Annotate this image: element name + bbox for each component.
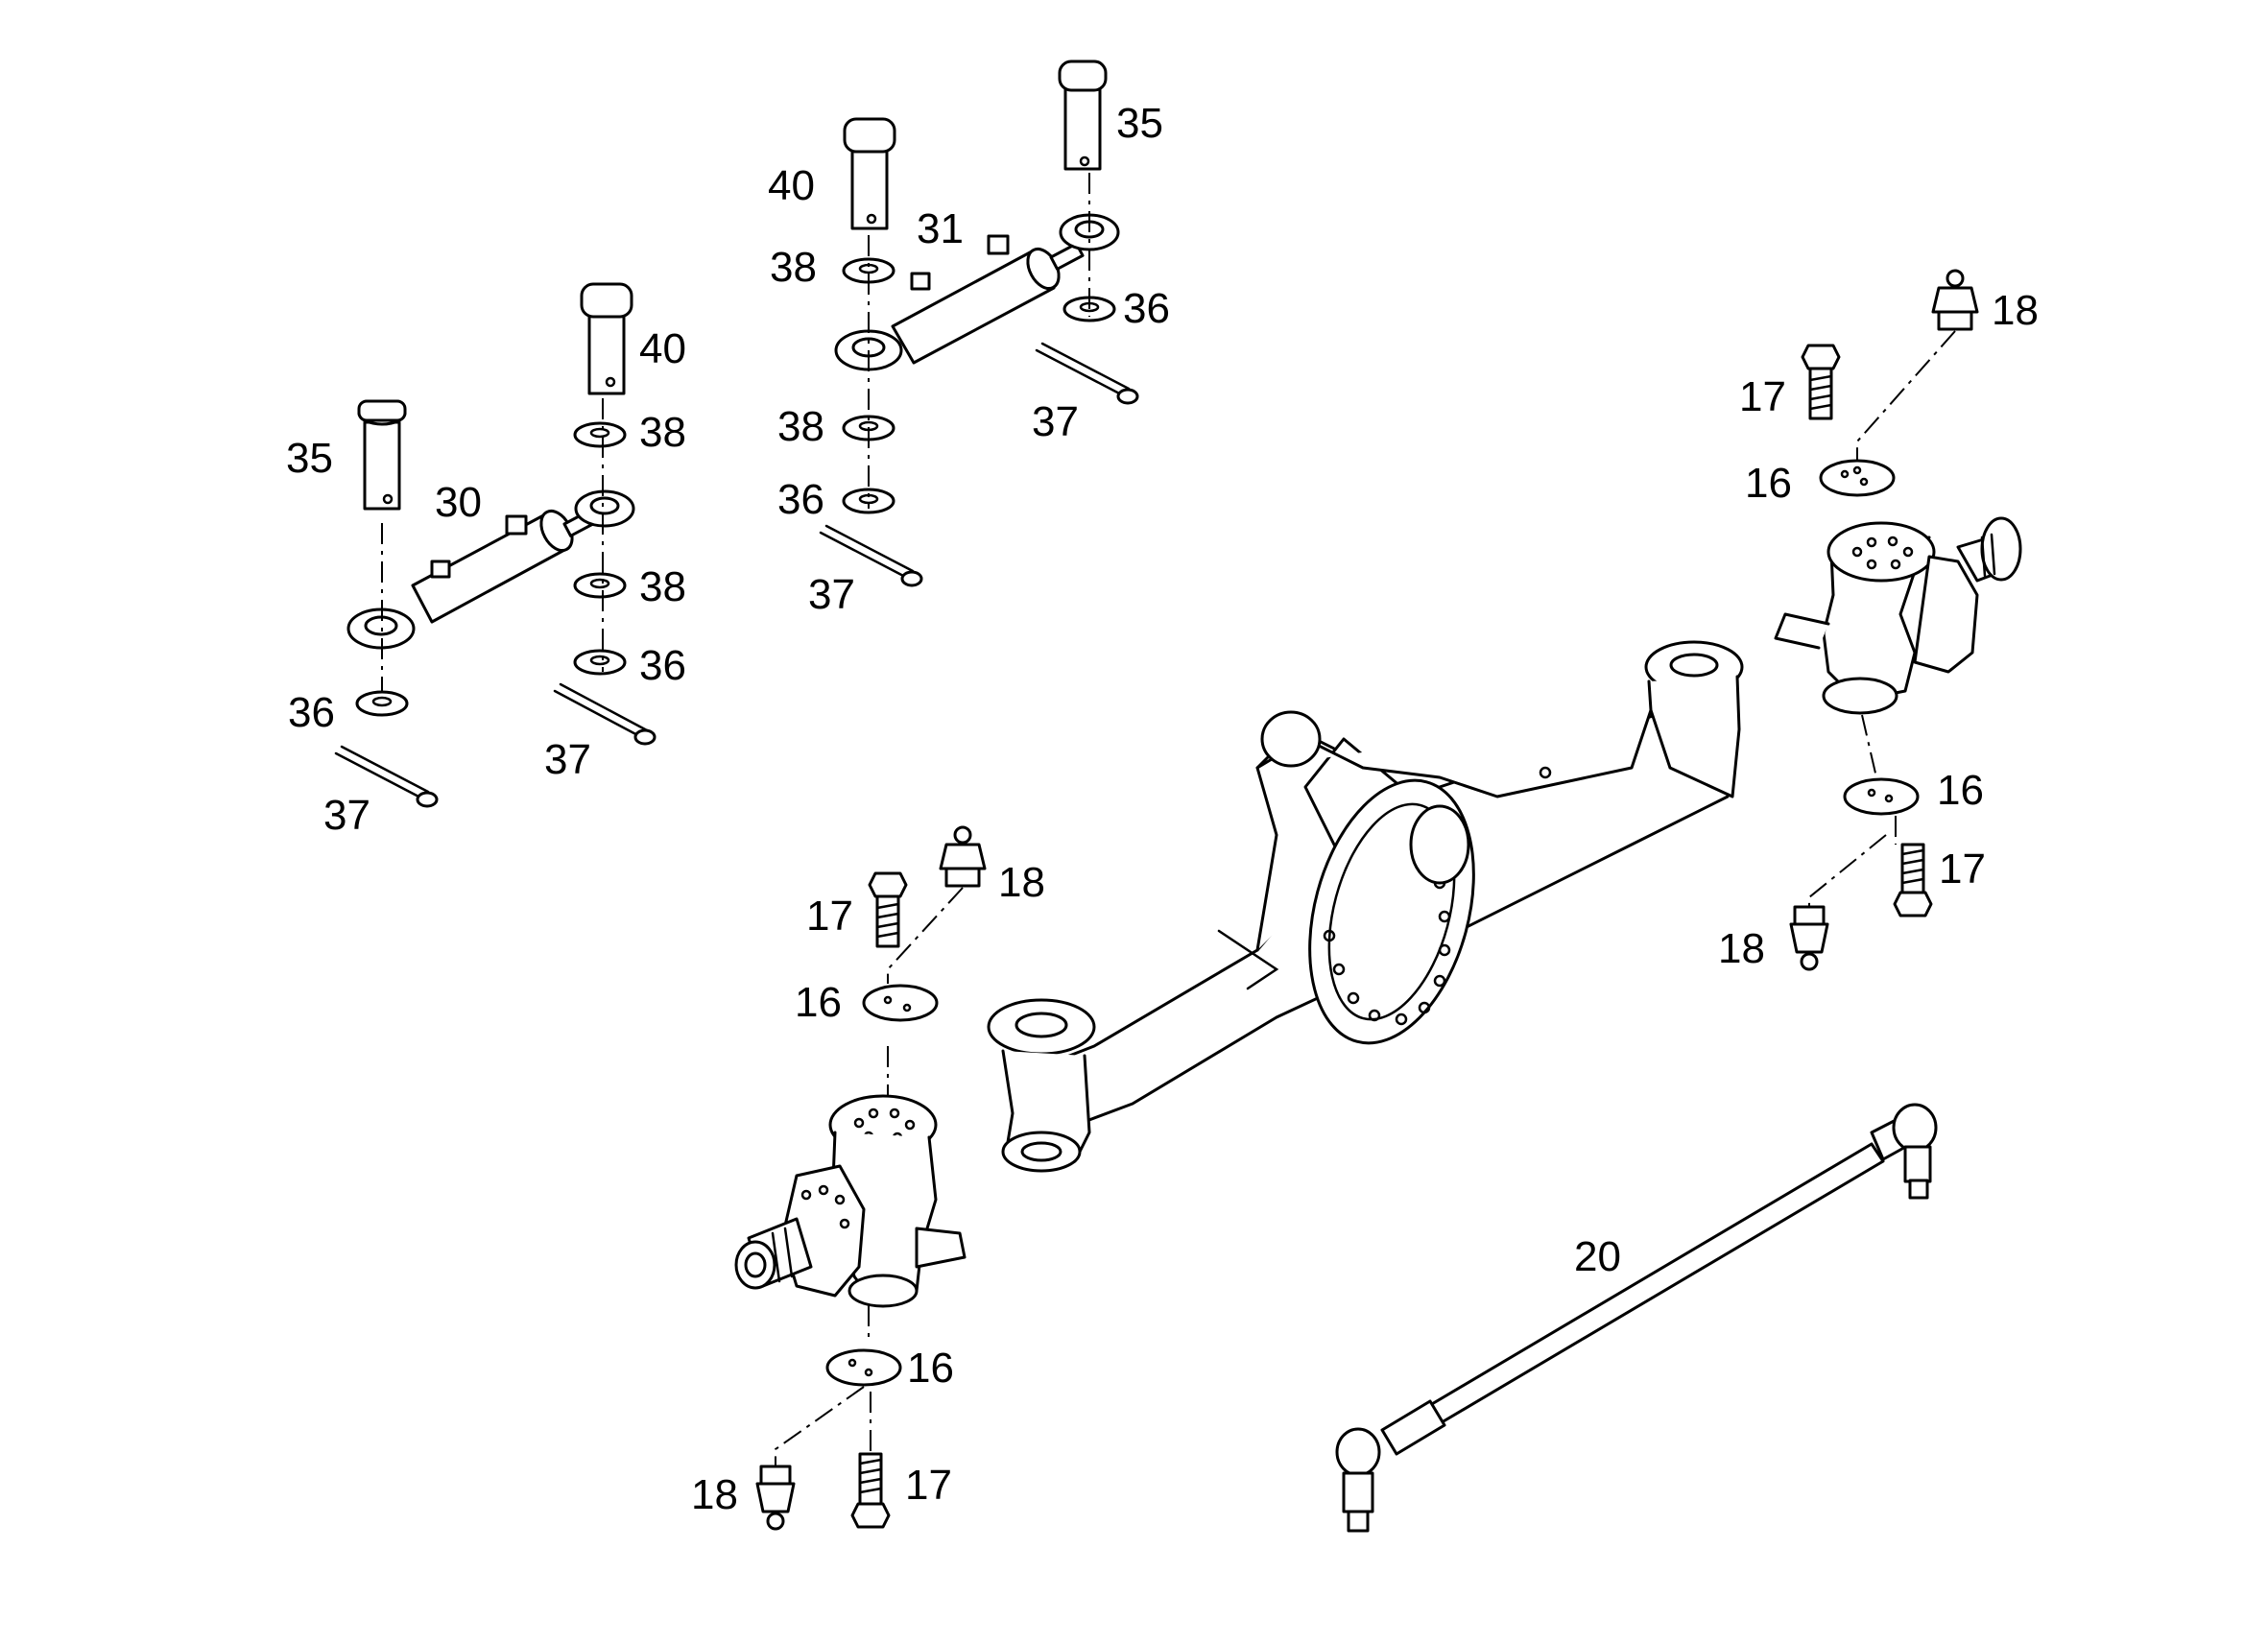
cotter-pin-37-left-b (553, 682, 657, 746)
callout-label: 37 (544, 736, 591, 783)
callout-label: 40 (639, 325, 686, 372)
grease-nipple-18-right-bottom (1789, 905, 1829, 971)
callout-label: 17 (806, 893, 853, 940)
pin-35-top (1058, 60, 1108, 171)
grease-nipple-18-left-top (939, 825, 987, 888)
callout-label: 37 (323, 792, 370, 839)
bolt-17-right-bottom (1893, 843, 1933, 917)
callout-label: 16 (795, 979, 842, 1026)
callout-labels: 35 40 31 38 36 37 38 36 37 18 17 16 40 3… (286, 100, 2039, 1518)
shim-16-right-top (1819, 459, 1896, 497)
callout-label: 36 (1123, 285, 1170, 332)
callout-label: 35 (286, 435, 333, 482)
callout-label: 38 (639, 409, 686, 456)
callout-label: 18 (1992, 287, 2039, 334)
callout-label: 17 (905, 1462, 952, 1509)
callout-label: 30 (435, 479, 482, 526)
callout-label: 36 (639, 642, 686, 689)
pin-35-left (357, 399, 407, 511)
callout-label: 18 (998, 859, 1045, 906)
cotter-pin-37-left-a (334, 745, 439, 808)
callout-label: 17 (1739, 373, 1786, 420)
callout-label: 17 (1939, 846, 1986, 893)
cotter-pin-37-top-left (819, 524, 923, 587)
hydraulic-cylinder-30 (346, 489, 635, 650)
bolt-17-left-top (868, 871, 908, 948)
callout-label: 16 (907, 1345, 954, 1392)
shim-16-left-top (862, 984, 939, 1022)
cylinder-assembly-31 (819, 60, 1139, 587)
shim-16-left-bottom (825, 1348, 902, 1387)
right-knuckle-assembly (1774, 269, 2022, 971)
cotter-pin-37-top-right (1035, 342, 1139, 405)
grease-nipple-18-left-bottom (755, 1465, 796, 1531)
grease-nipple-18-right-top (1931, 269, 1979, 331)
callout-label: 18 (691, 1471, 738, 1518)
bolt-17-left-bottom (850, 1452, 891, 1529)
callout-label: 31 (917, 205, 964, 252)
callout-label: 38 (777, 403, 824, 450)
hydraulic-cylinder-31 (834, 213, 1120, 371)
washer-36-top-lower (842, 488, 895, 514)
pin-40-left (580, 282, 633, 395)
cylinder-assembly-30 (334, 282, 657, 808)
bolt-17-right-top (1801, 344, 1841, 420)
callout-label: 20 (1574, 1233, 1621, 1280)
tie-rod-20 (1335, 1103, 1938, 1533)
callout-label: 35 (1116, 100, 1163, 147)
callout-label: 16 (1745, 460, 1792, 507)
washer-38-left-lower (573, 572, 627, 599)
pin-40-top (843, 117, 896, 230)
callout-label: 38 (770, 244, 817, 291)
callout-label: 36 (777, 476, 824, 523)
shim-16-right-bottom (1843, 777, 1920, 816)
callout-label: 40 (768, 162, 815, 209)
washer-38-left-upper (573, 421, 627, 448)
callout-label: 38 (639, 563, 686, 610)
callout-label: 37 (808, 571, 855, 618)
callout-label: 36 (288, 689, 335, 736)
washer-36-left-right (573, 649, 627, 676)
washer-36-left-left (355, 690, 409, 717)
left-knuckle-assembly (734, 825, 987, 1531)
callout-label: 18 (1718, 925, 1765, 972)
callout-label: 37 (1032, 398, 1079, 445)
axle-housing (987, 640, 1744, 1173)
callout-label: 16 (1937, 767, 1984, 814)
